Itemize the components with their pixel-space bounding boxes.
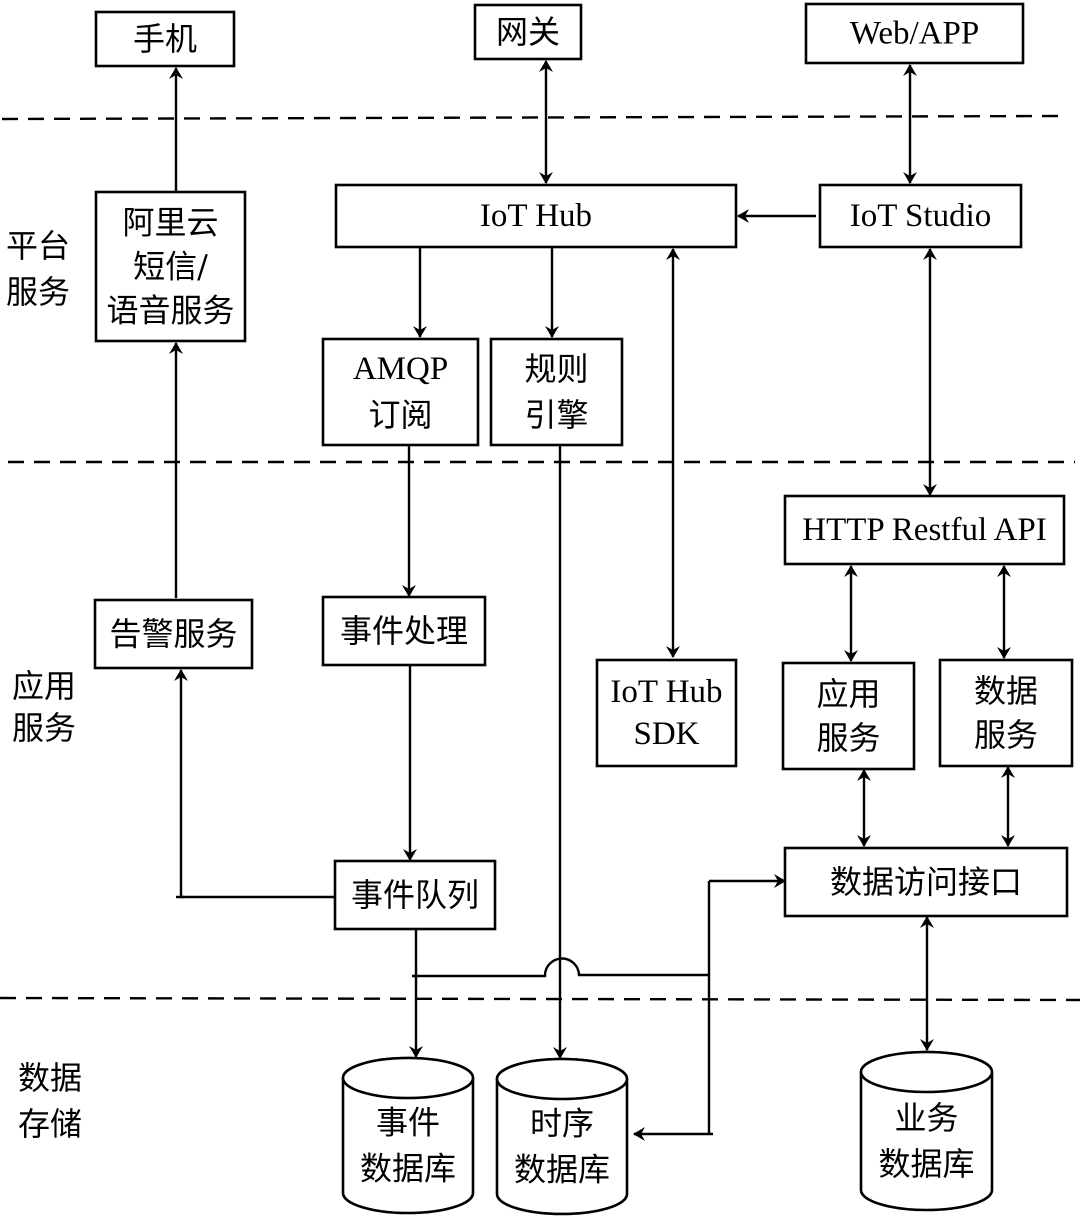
layer-label-platform: 平台 服务 xyxy=(6,227,70,311)
node-webapp: Web/APP xyxy=(804,2,1025,65)
node-alarm: 告警服务 xyxy=(93,598,254,670)
edge-queue-to-alarm xyxy=(174,669,334,899)
node-label: 时序 xyxy=(530,1105,594,1143)
node-label: 数据库 xyxy=(360,1150,456,1188)
node-amqp: AMQP 订阅 xyxy=(321,337,480,447)
edges xyxy=(169,60,1015,1141)
node-label: 短信/ xyxy=(133,248,208,286)
node-label: AMQP xyxy=(353,351,448,387)
node-box xyxy=(94,190,247,343)
layer-divider-bottom xyxy=(0,996,1080,1002)
database-cylinder-top xyxy=(341,1056,475,1100)
node-box xyxy=(489,337,624,447)
node-iot-hub: IoT Hub xyxy=(334,183,738,249)
node-label: 事件处理 xyxy=(340,612,468,650)
node-label: 应用 xyxy=(816,675,880,713)
node-box xyxy=(93,598,254,670)
node-box xyxy=(804,2,1025,65)
node-box xyxy=(781,661,916,771)
layer-label-storage: 数据 存储 xyxy=(18,1059,82,1143)
node-label: 业务 xyxy=(894,1099,958,1137)
node-box xyxy=(321,337,480,447)
node-box xyxy=(938,658,1074,768)
svg-text:应用: 应用 xyxy=(12,667,76,705)
node-phone: 手机 xyxy=(94,10,236,68)
node-label: 事件 xyxy=(376,1104,440,1142)
node-iot-studio: IoT Studio xyxy=(818,183,1023,249)
node-gateway: 网关 xyxy=(473,3,583,61)
node-event-queue: 事件队列 xyxy=(333,859,497,931)
node-box xyxy=(333,859,497,931)
node-label: 网关 xyxy=(496,13,560,51)
node-data-access: 数据访问接口 xyxy=(783,846,1069,918)
node-label: 数据库 xyxy=(878,1145,974,1183)
layer-label-application: 应用 服务 xyxy=(12,667,76,747)
node-box xyxy=(595,658,738,768)
node-box xyxy=(321,595,487,667)
node-label: IoT Hub xyxy=(610,674,722,710)
node-event-proc: 事件处理 xyxy=(321,595,487,667)
node-http-api: HTTP Restful API xyxy=(783,494,1066,566)
node-label: 订阅 xyxy=(368,396,432,434)
svg-text:存储: 存储 xyxy=(18,1105,82,1143)
node-label: IoT Hub xyxy=(480,198,592,234)
node-label: 引擎 xyxy=(524,396,588,434)
node-label: 数据访问接口 xyxy=(830,863,1022,901)
node-label: 告警服务 xyxy=(109,615,237,653)
node-box xyxy=(818,183,1023,249)
node-label: 数据库 xyxy=(514,1151,610,1189)
node-label: 服务 xyxy=(974,716,1038,754)
node-label: Web/APP xyxy=(850,16,979,52)
svg-text:服务: 服务 xyxy=(12,709,76,747)
database-cylinder-top xyxy=(495,1057,629,1101)
node-label: SDK xyxy=(633,716,699,752)
node-box xyxy=(473,3,583,61)
node-box xyxy=(334,183,738,249)
svg-text:服务: 服务 xyxy=(6,273,70,311)
node-box xyxy=(94,10,236,68)
node-label: HTTP Restful API xyxy=(802,512,1046,548)
node-label: 语音服务 xyxy=(106,292,234,330)
node-label: 阿里云 xyxy=(122,204,218,242)
database-cylinder-top xyxy=(859,1050,994,1094)
edge-queue-branch-hop xyxy=(412,957,709,978)
node-label: 规则 xyxy=(524,350,588,388)
node-label: 服务 xyxy=(816,719,880,757)
node-label: 数据 xyxy=(974,672,1038,710)
node-label: 事件队列 xyxy=(351,876,479,914)
node-label: 手机 xyxy=(133,20,197,58)
layer-divider-top xyxy=(1,114,1061,121)
node-box xyxy=(783,494,1066,566)
svg-text:平台: 平台 xyxy=(6,227,70,265)
node-box xyxy=(783,846,1069,918)
svg-text:数据: 数据 xyxy=(18,1059,82,1097)
node-label: IoT Studio xyxy=(850,198,992,234)
